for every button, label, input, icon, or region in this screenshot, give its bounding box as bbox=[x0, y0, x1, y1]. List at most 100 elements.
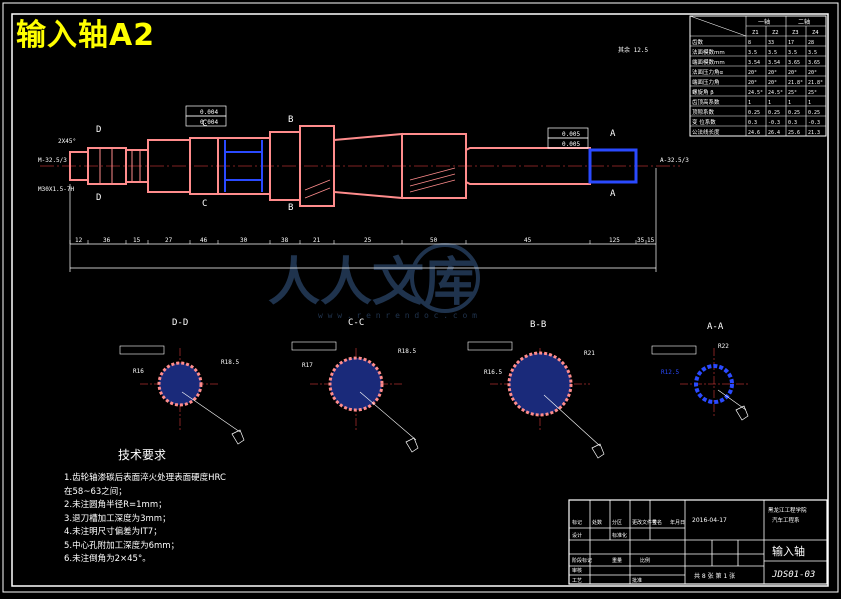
gear-table-cell: 25° bbox=[788, 90, 797, 96]
roughness-symbols bbox=[231, 405, 749, 459]
callout-center-hole: M30X1.5-7H bbox=[38, 186, 75, 193]
title-block-label: 阶段标记 bbox=[572, 557, 592, 564]
gear-table-cell: 21.8° bbox=[808, 80, 823, 86]
gear-table-cell: 24.5° bbox=[768, 90, 783, 96]
title-block-label: 年月日 bbox=[670, 519, 685, 526]
section-label-cc: C-C bbox=[348, 318, 365, 328]
section-marker: D bbox=[96, 193, 101, 203]
cc-radius-outer: R18.5 bbox=[398, 348, 416, 355]
gear-table-cell: 24.5° bbox=[748, 90, 763, 96]
gear-table-cell: 20° bbox=[748, 70, 757, 76]
section-view-aa: R12.5 R22 bbox=[651, 343, 748, 418]
tech-requirement-item: 4.未注明尺寸偏差为IT7； bbox=[64, 527, 162, 537]
gear-table-cell: 0.25 bbox=[768, 110, 780, 116]
gear-table-cell: 0.25 bbox=[808, 110, 820, 116]
watermark-logo-text: 人人文库 bbox=[268, 253, 476, 313]
dim-label: 45 bbox=[524, 237, 532, 244]
company-line1: 黑龙江工程学院 bbox=[768, 506, 807, 514]
gear-table-cell: 8 bbox=[748, 40, 751, 46]
gear-table-cell: 20° bbox=[768, 80, 777, 86]
gear-table-group-header: 二轴 bbox=[798, 18, 810, 26]
gear-table-cell: 25.6 bbox=[788, 130, 800, 136]
callout-chamfer: 2X45° bbox=[58, 138, 76, 145]
gear-table-cell: -0.3 bbox=[768, 120, 780, 126]
aa-radius-inner: R12.5 bbox=[661, 369, 679, 376]
inner-border bbox=[11, 13, 829, 587]
title-block-label: 处数 bbox=[592, 519, 602, 526]
gear-table-col-header: Z4 bbox=[812, 30, 819, 36]
dim-label: 27 bbox=[165, 237, 173, 244]
gear-table-cell: 0.3 bbox=[748, 120, 757, 126]
section-marker: C bbox=[202, 119, 207, 129]
dim-label: 15 bbox=[647, 237, 655, 244]
dimension-lines bbox=[69, 168, 657, 272]
drawing-number: JDS01-03 bbox=[771, 570, 815, 580]
gear-table-cell: 17 bbox=[788, 40, 794, 46]
drawing-title-overlay: 输入轴A2 bbox=[16, 18, 156, 53]
gear-table-cell: 0.25 bbox=[788, 110, 800, 116]
gear-table-group-header: 一轴 bbox=[758, 18, 770, 26]
callout-right-thread: A-32.5/3 bbox=[660, 157, 689, 164]
tech-requirement-item: 6.未注倒角为2×45°。 bbox=[64, 554, 151, 564]
company-line2: 汽车工程系 bbox=[772, 516, 800, 524]
dim-label: 46 bbox=[200, 237, 208, 244]
title-block-label: 设计 bbox=[572, 532, 582, 539]
gear-table-col-header: Z3 bbox=[792, 30, 799, 36]
gear-table-cell: 20° bbox=[808, 70, 817, 76]
aa-radius-outer: R22 bbox=[718, 343, 729, 350]
tolerance-1: 0.004 bbox=[200, 109, 218, 116]
bb-radius-outer: R21 bbox=[584, 350, 595, 357]
dim-label: 30 bbox=[240, 237, 248, 244]
gear-table-cell: 20° bbox=[768, 70, 777, 76]
tech-requirement-item: 1.齿轮轴渗碳后表面淬火处理表面硬度HRC bbox=[64, 473, 226, 483]
gear-table-row-label: 端面模数mm bbox=[692, 58, 725, 66]
tech-requirement-item: 3.退刀槽加工深度为3mm； bbox=[64, 513, 171, 524]
gear-table-cell: 1 bbox=[808, 100, 811, 106]
tolerance-2: 0.004 bbox=[200, 119, 218, 126]
section-marker: A bbox=[610, 189, 616, 199]
dim-label: 36 bbox=[103, 237, 111, 244]
gear-table-row-label: 螺旋角 β bbox=[692, 88, 714, 96]
dim-label: 38 bbox=[281, 237, 289, 244]
gear-table-cell: 21.8° bbox=[788, 80, 803, 86]
title-block-label: 更改文件号 bbox=[632, 519, 657, 526]
section-view-dd: R16 R18.5 bbox=[119, 345, 241, 433]
dd-radius-inner: R16 bbox=[133, 368, 144, 375]
dim-label: 35 bbox=[637, 237, 645, 244]
section-marker: B bbox=[288, 115, 293, 125]
tech-requirements-title: 技术要求 bbox=[118, 448, 167, 462]
section-marker: B bbox=[288, 203, 293, 213]
gear-table-row-label: 端面压力角 bbox=[692, 78, 720, 86]
title-block-label: 签名 bbox=[652, 519, 662, 526]
gear-table-cell: 3.65 bbox=[808, 60, 820, 66]
gear-table-col-header: Z2 bbox=[772, 30, 779, 36]
title-block-label: 重量 bbox=[612, 557, 622, 564]
tech-requirement-item: 在58~63之间； bbox=[64, 486, 127, 497]
tolerance-4: 0.005 bbox=[562, 141, 580, 148]
gear-table-cell: 0.25 bbox=[748, 110, 760, 116]
dim-label: 25 bbox=[364, 237, 372, 244]
gear-table-row-label: 法面模数mm bbox=[692, 48, 725, 56]
gear-table-cell: 20° bbox=[748, 80, 757, 86]
title-block-label: 标准化 bbox=[612, 532, 627, 539]
dd-radius-outer: R18.5 bbox=[221, 359, 239, 366]
gear-table-cell: 3.54 bbox=[768, 60, 780, 66]
callout-thread: M-32.5/3 bbox=[38, 157, 67, 164]
dim-label: 12 bbox=[75, 237, 83, 244]
title-block-date: 2016-04-17 bbox=[692, 517, 727, 524]
dim-label: 50 bbox=[430, 237, 438, 244]
gear-table-cell: 28 bbox=[808, 40, 814, 46]
gear-table-row-label: 法面压力角α bbox=[692, 68, 724, 76]
sheet-info: 共 8 张 第 1 张 bbox=[694, 572, 735, 580]
section-label-dd: D-D bbox=[172, 318, 189, 328]
gear-table-row-label: 顶隙系数 bbox=[692, 108, 715, 116]
gear-table-cell: -0.3 bbox=[808, 120, 820, 126]
dim-label: 125 bbox=[609, 237, 620, 244]
section-view-cc: R17 R18.5 bbox=[291, 341, 416, 441]
tech-requirement-item: 5.中心孔附加工深度为6mm； bbox=[64, 540, 180, 551]
tech-requirements-list: 1.齿轮轴渗碳后表面淬火处理表面硬度HRC 在58~63之间；2.未注圆角半径R… bbox=[64, 472, 226, 567]
